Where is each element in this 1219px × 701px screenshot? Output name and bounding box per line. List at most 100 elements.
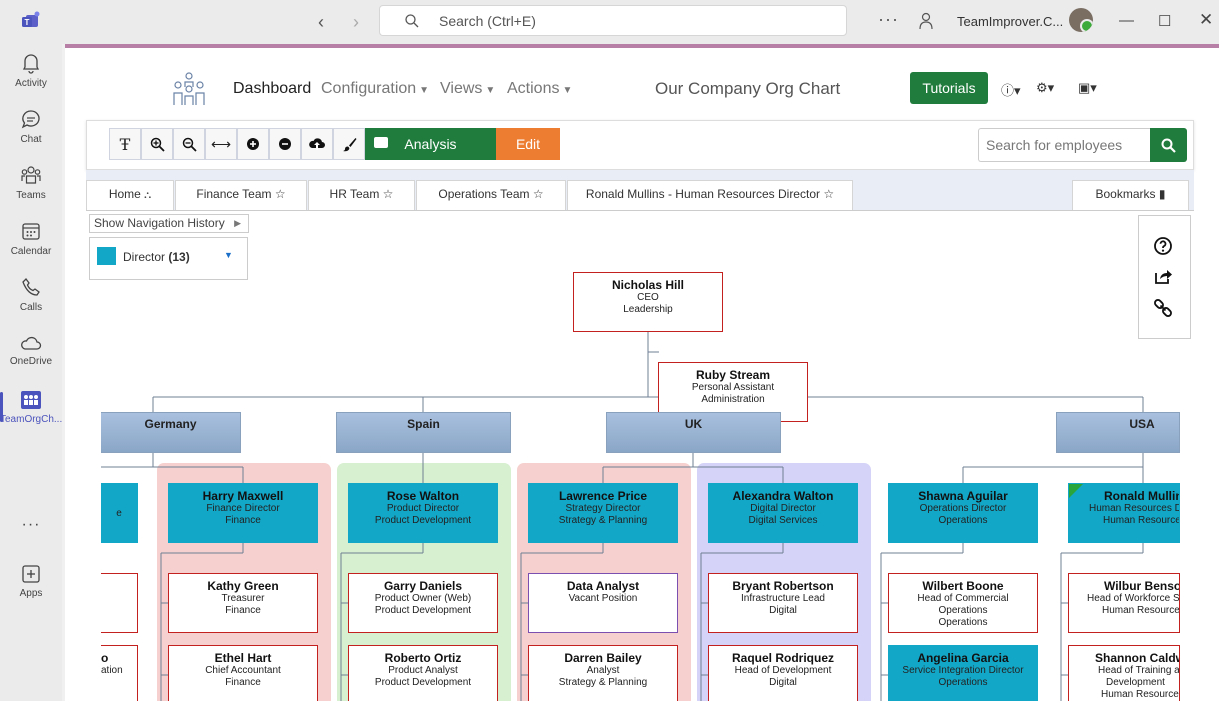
- tab-finance-team[interactable]: Finance Team ☆: [175, 180, 307, 210]
- analysis-button[interactable]: Analysis: [365, 128, 496, 160]
- nav-actions[interactable]: Actions▼: [507, 80, 572, 98]
- tenant-name[interactable]: TeamImprover.C...: [957, 14, 1064, 29]
- tutorials-button[interactable]: Tutorials: [910, 72, 988, 104]
- node-dept: Operations: [938, 515, 988, 526]
- more-options-icon[interactable]: ···: [878, 9, 899, 29]
- gear-menu-icon[interactable]: ⚙▾: [1036, 80, 1055, 95]
- collapse-button[interactable]: [269, 128, 301, 160]
- calendar-icon: [22, 223, 40, 240]
- close-icon[interactable]: ✕: [1199, 10, 1214, 29]
- org-node-kathy-green[interactable]: Kathy Green Treasurer Finance: [168, 573, 318, 633]
- node-name: Darren Bailey: [564, 651, 642, 665]
- employee-search-input[interactable]: [978, 128, 1151, 162]
- edit-button[interactable]: Edit: [496, 128, 560, 160]
- link-icon[interactable]: [1153, 298, 1173, 318]
- person-icon[interactable]: [918, 12, 934, 30]
- rail-item-teams[interactable]: Teams: [0, 164, 62, 201]
- org-node-germany-staff-1[interactable]: [101, 573, 138, 633]
- side-tool-panel: [1138, 215, 1191, 339]
- org-chart-area[interactable]: Nicholas Hill CEO Leadership Ruby Stream…: [86, 210, 1194, 701]
- rail-item-calendar[interactable]: Calendar: [0, 220, 62, 257]
- country-germany[interactable]: Germany: [101, 412, 241, 453]
- org-node-ceo[interactable]: Nicholas Hill CEO Leadership: [573, 272, 723, 332]
- analysis-label: Analysis: [404, 136, 457, 152]
- help-menu-icon[interactable]: ⓘ▾: [1001, 83, 1021, 98]
- org-node-ethel-hart[interactable]: Ethel Hart Chief Accountant Finance: [168, 645, 318, 701]
- bookmark-icon: ▮: [1158, 187, 1166, 201]
- org-node-roberto-ortiz[interactable]: Roberto Ortiz Product Analyst Product De…: [348, 645, 498, 701]
- employee-search-button[interactable]: [1150, 128, 1187, 162]
- node-dept: Digital: [769, 677, 797, 688]
- forward-arrow-icon[interactable]: ›: [353, 12, 359, 32]
- teams-app-rail: Activity Chat Teams Calendar Calls OneDr…: [0, 44, 62, 701]
- tab-home[interactable]: Home ⛬: [86, 180, 174, 210]
- org-node-angelina-garcia[interactable]: Angelina Garcia Service Integration Dire…: [888, 645, 1038, 701]
- country-usa[interactable]: USA: [1056, 412, 1180, 453]
- tab-hr-team[interactable]: HR Team ☆: [308, 180, 415, 210]
- org-node-rose-walton[interactable]: Rose Walton Product Director Product Dev…: [348, 483, 498, 543]
- paint-brush-icon: [342, 137, 356, 151]
- org-node-garry-daniels[interactable]: Garry Daniels Product Owner (Web) Produc…: [348, 573, 498, 633]
- node-name: Wilbur Benson: [1104, 579, 1179, 593]
- org-node-lawrence-price[interactable]: Lawrence Price Strategy Director Strateg…: [528, 483, 678, 543]
- org-node-germany-director[interactable]: e: [101, 483, 138, 543]
- rail-item-calls[interactable]: Calls: [0, 276, 62, 313]
- dropdown-caret-icon[interactable]: ▼: [224, 250, 233, 260]
- org-node-harry-maxwell[interactable]: Harry Maxwell Finance Director Finance: [168, 483, 318, 543]
- minimize-icon[interactable]: —: [1119, 12, 1134, 29]
- tab-operations-team[interactable]: Operations Team ☆: [416, 180, 566, 210]
- nav-configuration[interactable]: Configuration▼: [321, 80, 429, 98]
- org-node-wilbert-boone[interactable]: Wilbert Boone Head of Commercial Operati…: [888, 573, 1038, 633]
- rail-item-activity[interactable]: Activity: [0, 52, 62, 89]
- node-name: o: [101, 651, 109, 665]
- legend-filter[interactable]: Director (13) ▼: [89, 237, 248, 280]
- rail-item-teamorgchart[interactable]: TeamOrgCh...: [0, 390, 62, 425]
- show-navigation-history-button[interactable]: Show Navigation History▶: [89, 214, 249, 233]
- org-node-wilbur-benson[interactable]: Wilbur Benson Head of Workforce S Human …: [1068, 573, 1180, 633]
- language-menu-icon[interactable]: ▣▾: [1078, 80, 1097, 95]
- teams-search-box[interactable]: Search (Ctrl+E): [379, 5, 847, 36]
- org-node-shannon-caldwell[interactable]: Shannon Caldw Head of Training a Develop…: [1068, 645, 1180, 701]
- rail-item-onedrive[interactable]: OneDrive: [0, 334, 62, 367]
- org-node-germany-staff-2[interactable]: o ation: [101, 645, 138, 701]
- text-size-button[interactable]: Ŧ: [109, 128, 141, 160]
- tab-ronald-mullins[interactable]: Ronald Mullins - Human Resources Directo…: [567, 180, 853, 210]
- node-dept: Human Resource: [1102, 605, 1180, 616]
- org-node-darren-bailey[interactable]: Darren Bailey Analyst Strategy & Plannin…: [528, 645, 678, 701]
- style-brush-button[interactable]: [333, 128, 365, 160]
- app-top-stripe: [65, 44, 1219, 48]
- zoom-in-button[interactable]: [141, 128, 173, 160]
- nav-views[interactable]: Views▼: [440, 80, 495, 98]
- expand-button[interactable]: [237, 128, 269, 160]
- country-spain[interactable]: Spain: [336, 412, 511, 453]
- upload-button[interactable]: [301, 128, 333, 160]
- chart-toolbar: Ŧ ⟷ Analysis Edit: [86, 120, 1194, 170]
- share-icon[interactable]: [1153, 266, 1173, 286]
- rail-item-apps[interactable]: Apps: [0, 564, 62, 599]
- node-name: Alexandra Walton: [732, 489, 834, 503]
- rail-more-icon[interactable]: ···: [21, 516, 41, 533]
- org-node-raquel-rodriquez[interactable]: Raquel Rodriquez Head of Development Dig…: [708, 645, 858, 701]
- user-avatar[interactable]: [1069, 8, 1093, 32]
- org-node-ronald-mullins[interactable]: Ronald Mullins Human Resources Dir Human…: [1068, 483, 1180, 543]
- caret-down-icon: ▼: [562, 85, 573, 96]
- fit-width-button[interactable]: ⟷: [205, 128, 237, 160]
- country-uk[interactable]: UK: [606, 412, 781, 453]
- org-node-shawna-aguilar[interactable]: Shawna Aguilar Operations Director Opera…: [888, 483, 1038, 543]
- maximize-icon[interactable]: ☐: [1158, 13, 1172, 30]
- show-history-label: Show Navigation History: [94, 216, 225, 230]
- zoom-out-icon: [182, 137, 197, 152]
- back-arrow-icon[interactable]: ‹: [318, 12, 324, 32]
- org-node-data-analyst-vacant[interactable]: Data Analyst Vacant Position: [528, 573, 678, 633]
- help-circle-icon[interactable]: [1153, 236, 1173, 256]
- bookmarks-button[interactable]: Bookmarks ▮: [1072, 180, 1189, 210]
- node-dept: Finance: [225, 605, 261, 616]
- phone-icon: [22, 278, 40, 296]
- org-node-alexandra-walton[interactable]: Alexandra Walton Digital Director Digita…: [708, 483, 858, 543]
- nav-dashboard[interactable]: Dashboard: [233, 80, 312, 97]
- zoom-out-button[interactable]: [173, 128, 205, 160]
- org-node-bryant-robertson[interactable]: Bryant Robertson Infrastructure Lead Dig…: [708, 573, 858, 633]
- search-icon: [405, 14, 419, 28]
- rail-item-chat[interactable]: Chat: [0, 108, 62, 145]
- chart-canvas: Home ⛬ Finance Team ☆ HR Team ☆ Operatio…: [86, 170, 1194, 701]
